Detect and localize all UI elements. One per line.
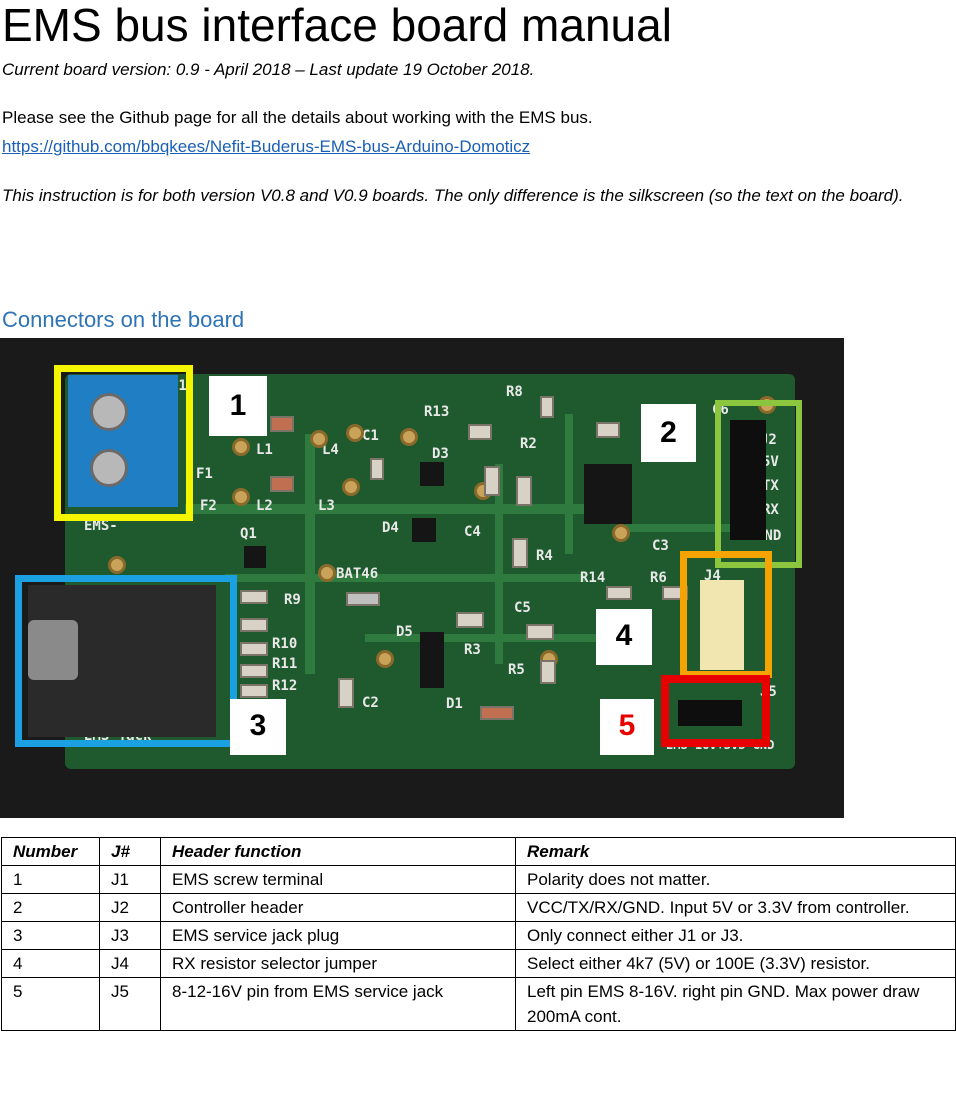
silk-r8: R8: [506, 384, 523, 400]
table-row: 4 J4 RX resistor selector jumper Select …: [1, 949, 956, 978]
cell-number: 1: [1, 865, 100, 894]
cell-jnum: J2: [99, 893, 161, 922]
silk-r3: R3: [464, 642, 481, 658]
table-row: 3 J3 EMS service jack plug Only connect …: [1, 921, 956, 950]
silk-d3: D3: [432, 446, 449, 462]
silk-r14: R14: [580, 570, 606, 586]
silk-r12: R12: [272, 678, 298, 694]
silk-ems-minus: EMS-: [84, 518, 118, 534]
silk-c1: C1: [362, 428, 379, 444]
silk-bat46: BAT46: [336, 566, 379, 582]
j2-header: [730, 420, 766, 540]
j5-header: [678, 700, 742, 726]
document-title: EMS bus interface board manual: [2, 0, 672, 51]
silk-r11: R11: [272, 656, 298, 672]
silk-l3: L3: [318, 498, 335, 514]
cell-number: 5: [1, 977, 100, 1031]
silk-f2: F2: [200, 498, 217, 514]
header-number: Number: [1, 837, 100, 866]
silk-r9: R9: [284, 592, 301, 608]
cell-jnum: J3: [99, 921, 161, 950]
silk-5v: 5V: [762, 454, 779, 470]
highlight-box-3: [15, 575, 237, 747]
screw-top: [90, 393, 128, 431]
cell-remark: VCC/TX/RX/GND. Input 5V or 3.3V from con…: [515, 893, 956, 922]
cell-function: RX resistor selector jumper: [160, 949, 516, 978]
silk-rx: RX: [762, 502, 779, 518]
label-3: 3: [230, 699, 286, 755]
screw-terminal: [68, 375, 178, 507]
highlight-box-5: [661, 675, 770, 747]
cell-jnum: J5: [99, 977, 161, 1031]
silk-d1: D1: [446, 696, 463, 712]
silk-r13: R13: [424, 404, 450, 420]
document-subtitle: Current board version: 0.9 - April 2018 …: [2, 60, 535, 79]
j4-jumper: [700, 580, 744, 670]
table-row: 5 J5 8-12-16V pin from EMS service jack …: [1, 977, 956, 1031]
cell-function: EMS screw terminal: [160, 865, 516, 894]
cell-jnum: J1: [99, 865, 161, 894]
header-function: Header function: [160, 837, 516, 866]
cell-remark: Select either 4k7 (5V) or 100E (3.3V) re…: [515, 949, 956, 978]
cell-number: 2: [1, 893, 100, 922]
ems-jack-barrel: [28, 620, 78, 680]
cell-remark: Polarity does not matter.: [515, 865, 956, 894]
cell-remark: Only connect either J1 or J3.: [515, 921, 956, 950]
connector-table: Number J# Header function Remark 1 J1 EM…: [1, 837, 956, 1031]
table-header-row: Number J# Header function Remark: [1, 837, 956, 866]
highlight-box-4: [680, 551, 772, 678]
silk-l1: L1: [256, 442, 273, 458]
header-remark: Remark: [515, 837, 956, 866]
version-note: This instruction is for both version V0.…: [2, 186, 904, 205]
cell-number: 4: [1, 949, 100, 978]
cell-remark: Left pin EMS 8-16V. right pin GND. Max p…: [515, 977, 956, 1031]
silk-r10: R10: [272, 636, 298, 652]
silk-tx: TX: [762, 478, 779, 494]
label-5: 5: [600, 699, 654, 755]
silk-d4: D4: [382, 520, 399, 536]
silk-r4: R4: [536, 548, 553, 564]
table-row: 1 J1 EMS screw terminal Polarity does no…: [1, 865, 956, 894]
silk-d5: D5: [396, 624, 413, 640]
cell-function: 8-12-16V pin from EMS service jack: [160, 977, 516, 1031]
label-1: 1: [209, 376, 267, 436]
silk-l4: L4: [322, 442, 339, 458]
silk-c5: C5: [514, 600, 531, 616]
intro-paragraph: Please see the Github page for all the d…: [2, 108, 593, 127]
screw-bottom: [90, 449, 128, 487]
section-heading: Connectors on the board: [2, 307, 245, 332]
table-row: 2 J2 Controller header VCC/TX/RX/GND. In…: [1, 893, 956, 922]
cell-function: EMS service jack plug: [160, 921, 516, 950]
silk-c4: C4: [464, 524, 481, 540]
cell-function: Controller header: [160, 893, 516, 922]
github-link[interactable]: https://github.com/bbqkees/Nefit-Buderus…: [2, 137, 531, 156]
silk-f1: F1: [196, 466, 213, 482]
silk-c3: C3: [652, 538, 669, 554]
silk-l2: L2: [256, 498, 273, 514]
board-photo: J1 EMS- F1 F2 L1 L2 L3 L4 C1 C2 C3 C4 C5…: [0, 338, 844, 818]
cell-jnum: J4: [99, 949, 161, 978]
highlight-box-1: [54, 365, 193, 521]
label-4: 4: [596, 609, 652, 665]
cell-number: 3: [1, 921, 100, 950]
header-jnum: J#: [99, 837, 161, 866]
silk-r2: R2: [520, 436, 537, 452]
highlight-box-2: [715, 400, 802, 568]
label-2: 2: [641, 404, 696, 462]
silk-r6: R6: [650, 570, 667, 586]
silk-c2: C2: [362, 695, 379, 711]
silk-r5: R5: [508, 662, 525, 678]
silk-q1: Q1: [240, 526, 257, 542]
